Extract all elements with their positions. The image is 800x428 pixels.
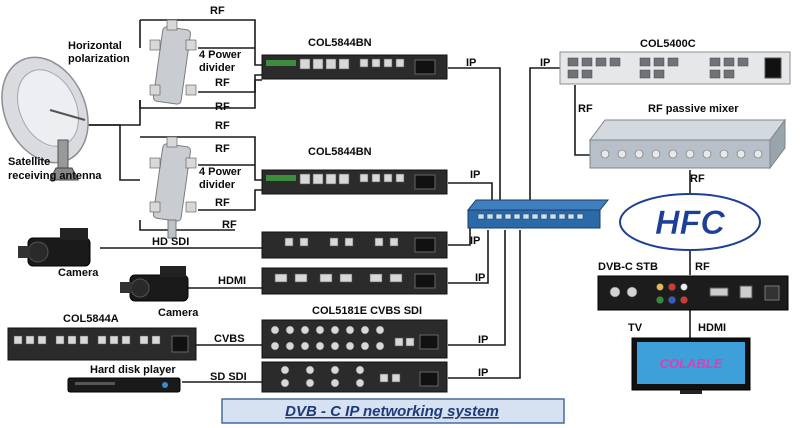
hfc-cloud-icon <box>619 193 761 251</box>
satellite-antenna-label-line1: Satellite <box>8 156 50 168</box>
col5181e-sdi-device <box>261 361 448 393</box>
col5844bn-label-2: COL5844BN <box>308 146 372 158</box>
col5844bn-device-1 <box>261 54 448 80</box>
horizontal-polarization-label-line2: polarization <box>68 53 130 65</box>
hdmi-encoder-device <box>261 267 448 295</box>
power-divider-icon-2 <box>149 136 197 239</box>
sd-sdi-label: SD SDI <box>210 371 247 383</box>
ip-label-6: IP <box>478 367 488 379</box>
col5181e-cvbs-device <box>261 319 448 359</box>
col5844a-label: COL5844A <box>63 313 119 325</box>
hfc-label: HFC <box>655 204 725 242</box>
ip-label-5: IP <box>478 334 488 346</box>
diagram-title: DVB - C IP networking system <box>285 403 499 420</box>
dvbc-stb-device <box>597 275 789 311</box>
network-switch-icon <box>466 199 610 229</box>
tv-screen-brand: COLABLE <box>660 356 723 371</box>
col5844bn-label-1: COL5844BN <box>308 37 372 49</box>
camera-label-2: Camera <box>158 307 199 319</box>
tv-icon <box>631 337 751 394</box>
ip-label-2: IP <box>470 169 480 181</box>
hdmi-label-input: HDMI <box>218 275 246 287</box>
hd-sdi-label: HD SDI <box>152 236 189 248</box>
rf-label-7: RF <box>222 219 237 231</box>
ip-label-1: IP <box>466 57 476 69</box>
rf-label-mixer-out: RF <box>690 173 705 185</box>
power-divider-1-label-line1: 4 Power <box>199 49 242 61</box>
power-divider-2-label-line1: 4 Power <box>199 166 242 178</box>
camera-icon-1 <box>18 228 91 267</box>
col5181e-label: COL5181E CVBS SDI <box>312 305 422 317</box>
rf-label-3: RF <box>215 101 230 113</box>
connection-lines <box>80 19 691 383</box>
ip-label-4: IP <box>475 272 485 284</box>
ip-label-7: IP <box>540 57 550 69</box>
camera-label-1: Camera <box>58 267 99 279</box>
power-divider-1-label-line2: divider <box>199 62 236 74</box>
rf-label-1: RF <box>210 5 225 17</box>
tv-label: TV <box>628 322 643 334</box>
rf-label-2: RF <box>215 77 230 89</box>
ip-label-3: IP <box>470 235 480 247</box>
satellite-antenna-icon <box>1 56 89 181</box>
rf-label-stb: RF <box>695 261 710 273</box>
cvbs-label: CVBS <box>214 333 245 345</box>
power-divider-icon-1 <box>149 19 197 105</box>
dvbc-stb-label: DVB-C STB <box>598 261 658 273</box>
rf-passive-mixer-device <box>589 118 786 170</box>
col5400c-device <box>559 51 791 85</box>
power-divider-2-label-line2: divider <box>199 179 236 191</box>
hard-disk-player-label: Hard disk player <box>90 364 176 376</box>
horizontal-polarization-label-line1: Horizontal <box>68 40 122 52</box>
col5844a-device <box>7 327 197 361</box>
rf-label-mixer-in: RF <box>578 103 593 115</box>
watermark-text: trade.china.cn <box>310 191 461 218</box>
col5400c-label: COL5400C <box>640 38 696 50</box>
satellite-antenna-label-line2: receiving antenna <box>8 170 102 182</box>
rf-label-6: RF <box>215 197 230 209</box>
hd-sdi-encoder-device <box>261 231 448 259</box>
camera-icon-2 <box>120 266 189 302</box>
hard-disk-player-device <box>67 377 181 393</box>
title-box <box>221 398 565 424</box>
hdmi-label-tv: HDMI <box>698 322 726 334</box>
rf-label-4: RF <box>215 120 230 132</box>
rf-label-5: RF <box>215 143 230 155</box>
rf-passive-mixer-label: RF passive mixer <box>648 103 739 115</box>
col5844bn-device-2 <box>261 169 448 195</box>
